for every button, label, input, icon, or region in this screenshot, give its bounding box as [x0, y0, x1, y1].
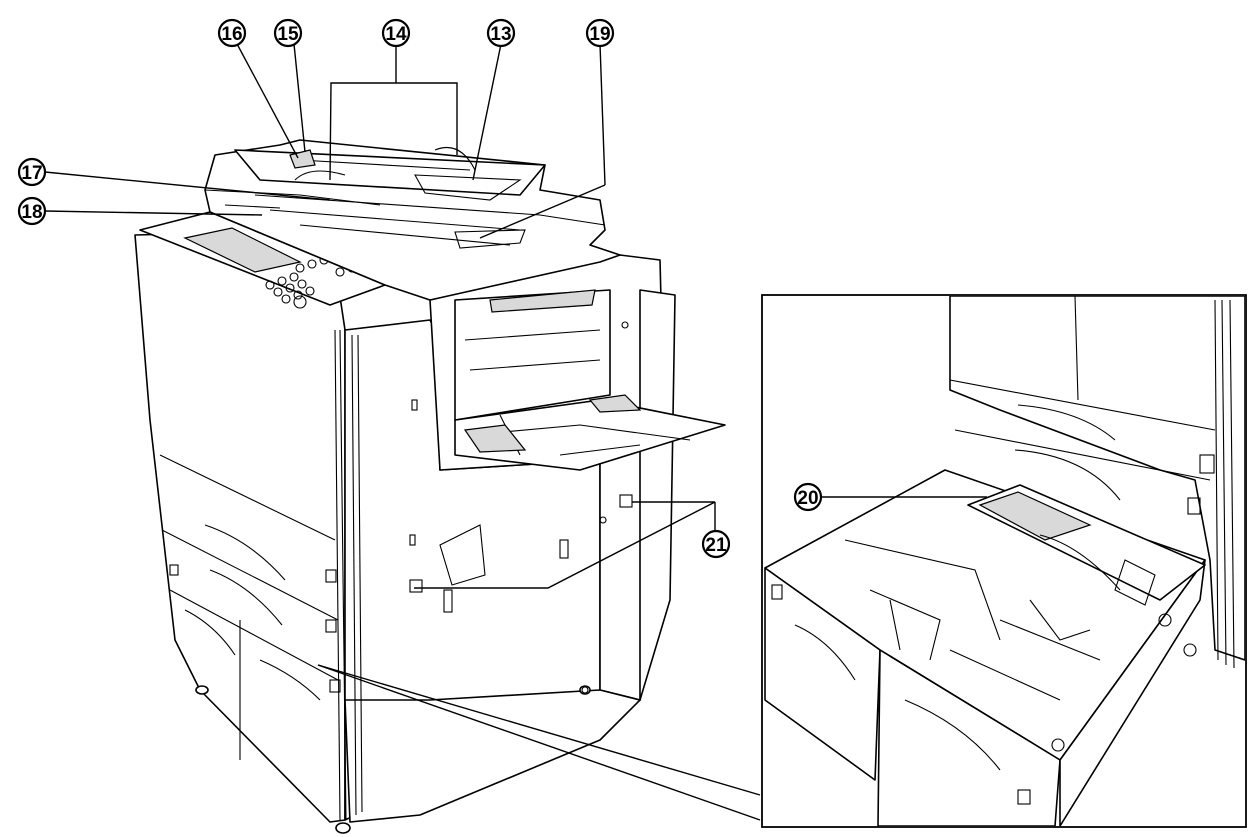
copier-illustration [134, 139, 726, 834]
svg-text:18: 18 [21, 202, 42, 223]
svg-text:16: 16 [221, 24, 242, 45]
callout-21: 21 [701, 529, 731, 559]
svg-text:14: 14 [385, 24, 407, 45]
svg-text:15: 15 [277, 24, 299, 45]
inset-drawer-view [761, 294, 1247, 828]
callout-19: 19 [585, 18, 615, 48]
callout-13: 13 [486, 18, 516, 48]
callout-16: 16 [217, 18, 247, 48]
callout-18: 18 [17, 196, 47, 226]
svg-text:17: 17 [21, 163, 42, 184]
leader-lines [44, 41, 987, 821]
svg-text:20: 20 [797, 488, 818, 509]
callout-15: 15 [273, 18, 303, 48]
svg-text:13: 13 [490, 24, 511, 45]
svg-text:19: 19 [589, 24, 610, 45]
svg-text:21: 21 [705, 535, 727, 556]
callout-17: 17 [17, 157, 47, 187]
callout-14: 14 [381, 18, 411, 48]
callout-20: 20 [793, 482, 823, 512]
